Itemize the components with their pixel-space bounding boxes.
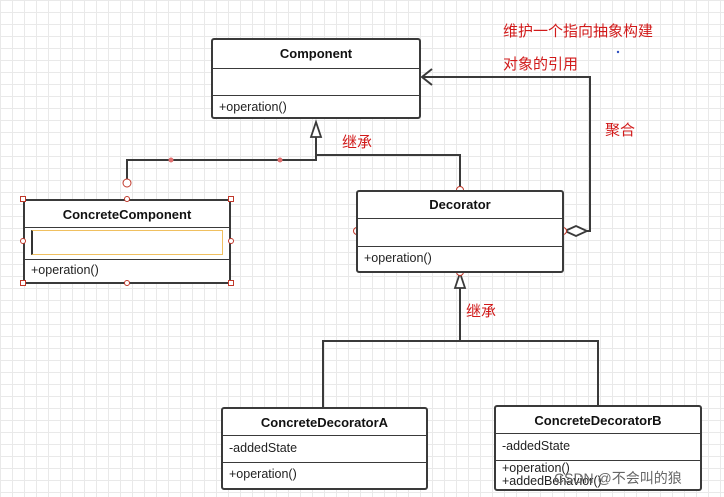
selection-handle[interactable]	[228, 238, 234, 244]
attribute: -addedState	[502, 439, 571, 453]
inheritance-line-decorator	[316, 154, 461, 190]
inheritance-line-decorator-b	[460, 340, 599, 405]
operations-component: +operation()	[213, 96, 419, 117]
connection-handle	[277, 157, 283, 163]
selection-handle[interactable]	[228, 196, 234, 202]
annotation-aggregation: 聚合	[605, 122, 636, 139]
stray-dot	[616, 50, 620, 54]
class-decorator[interactable]: Decorator +operation()	[356, 190, 564, 273]
annotation-reference-line2: 对象的引用	[503, 56, 579, 73]
inheritance-line-concrete-component	[126, 136, 317, 187]
annotation-inherit-top: 继承	[342, 134, 373, 151]
class-name-component: Component	[213, 40, 419, 69]
attributes-component	[213, 69, 419, 96]
attribute-edit-field[interactable]	[31, 230, 223, 255]
class-concrete-decorator-b[interactable]: ConcreteDecoratorB -addedState +operatio…	[494, 405, 702, 491]
class-concrete-component[interactable]: ConcreteComponent +operation()	[23, 199, 231, 284]
aggregation-arrowhead	[420, 68, 433, 86]
attributes-decorator	[358, 219, 562, 247]
class-name-concrete-decorator-a: ConcreteDecoratorA	[223, 409, 426, 436]
class-name-decorator: Decorator	[358, 192, 562, 219]
class-component[interactable]: Component +operation()	[211, 38, 421, 119]
inheritance-arrowhead-component	[309, 119, 323, 138]
inheritance-arrowhead-decorator	[453, 270, 467, 289]
operation: +operation()	[502, 461, 570, 475]
aggregation-diamond	[562, 225, 590, 237]
selection-handle[interactable]	[20, 238, 26, 244]
watermark: CSDN @不会叫的狼	[554, 470, 682, 486]
operation: +operation()	[31, 263, 99, 277]
operation: +addedBehavior()	[502, 474, 602, 488]
operations-concrete-decorator-b: +operation() +addedBehavior()	[496, 461, 700, 489]
inheritance-line-decorator-a	[322, 340, 460, 407]
class-name-concrete-component: ConcreteComponent	[25, 201, 229, 228]
selection-handle[interactable]	[124, 280, 130, 286]
operation: +operation()	[229, 467, 297, 481]
connection-handle	[122, 178, 132, 188]
class-concrete-decorator-a[interactable]: ConcreteDecoratorA -addedState +operatio…	[221, 407, 428, 490]
operation: +operation()	[219, 100, 287, 114]
operations-decorator: +operation()	[358, 247, 562, 271]
attributes-concrete-decorator-a: -addedState	[223, 436, 426, 463]
attribute: -addedState	[229, 441, 298, 455]
selection-handle[interactable]	[20, 196, 26, 202]
operations-concrete-component: +operation()	[25, 260, 229, 282]
selection-handle[interactable]	[20, 280, 26, 286]
operations-concrete-decorator-a: +operation()	[223, 463, 426, 488]
annotation-reference-line1: 维护一个指向抽象构建	[503, 23, 654, 40]
attributes-concrete-decorator-b: -addedState	[496, 434, 700, 461]
selection-handle[interactable]	[124, 196, 130, 202]
connection-handle	[168, 157, 174, 163]
annotation-inherit-bottom: 继承	[466, 303, 497, 320]
attributes-concrete-component	[25, 228, 229, 260]
class-name-concrete-decorator-b: ConcreteDecoratorB	[496, 407, 700, 434]
operation: +operation()	[364, 251, 432, 265]
selection-handle[interactable]	[228, 280, 234, 286]
